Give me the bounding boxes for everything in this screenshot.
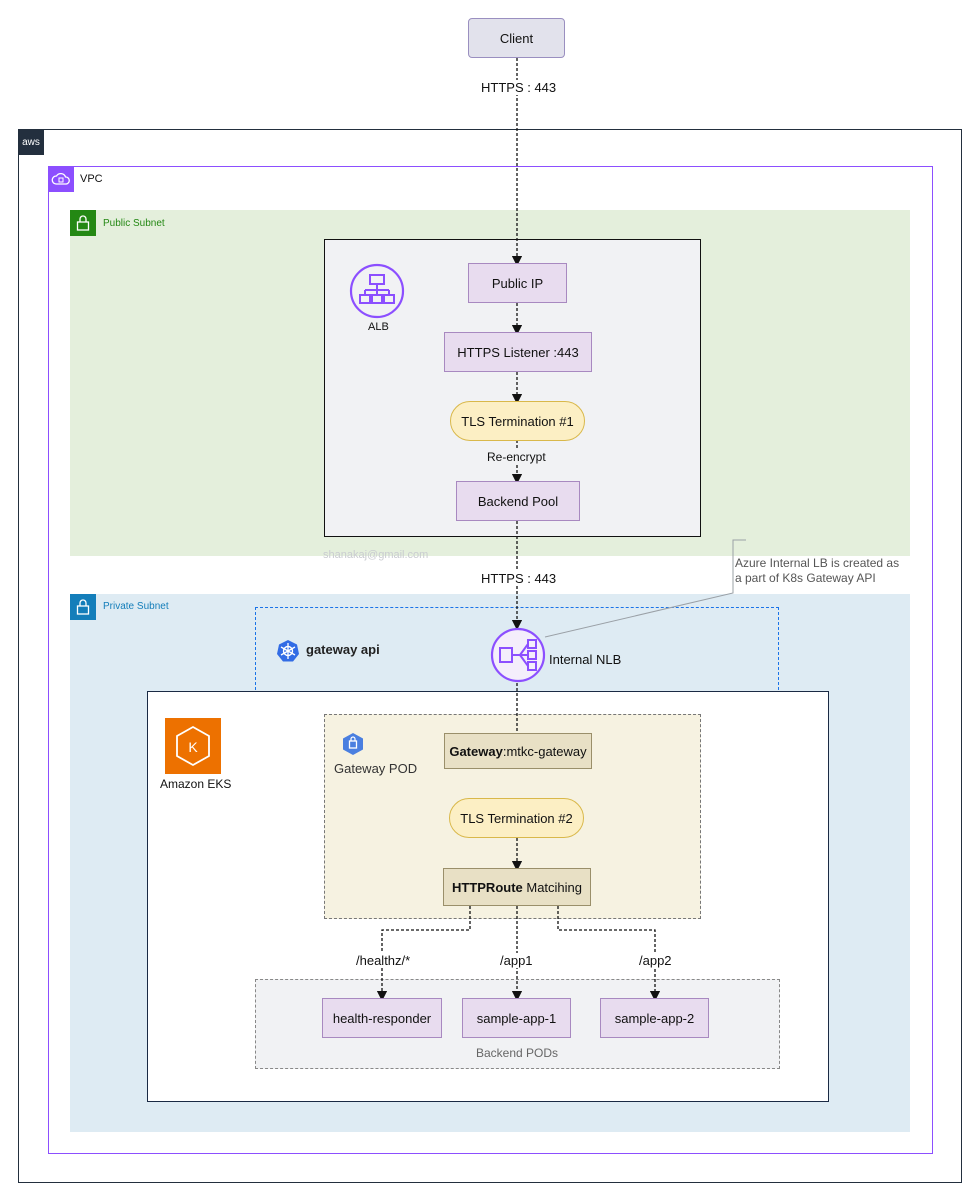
https-listener-node: HTTPS Listener :443 [444,332,592,372]
azure-lb-note-line2: a part of K8s Gateway API [735,571,876,585]
vpc-group [48,166,933,1154]
aws-logo-text: aws [22,136,40,148]
public-ip-node: Public IP [468,263,567,303]
httproute-node: HTTPRoute Matcihing [443,868,591,906]
route-app1-label: /app1 [500,953,533,968]
vpc-cloud-icon [48,166,74,192]
health-responder-node: health-responder [322,998,442,1038]
public-subnet-label: Public Subnet [103,218,165,229]
aws-cloud-group [18,129,962,1183]
route-healthz-label: /healthz/* [356,953,411,968]
health-responder-label: health-responder [332,1010,432,1026]
gateway-api-label: gateway api [306,642,380,657]
public-ip-label: Public IP [491,275,544,291]
public-subnet-lock-icon [70,210,96,236]
wire-route-healthz [376,906,471,1002]
alb-icon [349,263,405,319]
tls-termination-2-node: TLS Termination #2 [449,798,584,838]
backend-pool-label: Backend Pool [477,493,559,509]
https-listener-label: HTTPS Listener :443 [457,344,579,360]
azure-lb-note-line1: Azure Internal LB is created as [735,556,900,570]
tls-termination-1-node: TLS Termination #1 [450,401,585,441]
private-subnet-lock-icon [70,594,96,620]
httproute-node-bold: HTTPRoute [451,879,523,895]
gateway-node-rest: :mtkc-gateway [502,743,587,759]
gateway-pod-icon [341,732,365,756]
internal-nlb-icon [490,627,546,683]
sample-app-1-node: sample-app-1 [462,998,571,1038]
wire-route-app2 [557,906,661,1002]
https-mid-label: HTTPS : 443 [481,571,557,586]
eks-label: Amazon EKS [160,777,232,791]
internal-nlb-label: Internal NLB [549,652,622,667]
note-callout-line [544,539,746,638]
azure-lb-note: Azure Internal LB is created as a part o… [735,556,925,586]
client-node: Client [468,18,565,58]
watermark-text: shanakaj@gmail.com [323,549,429,561]
gateway-node-bold: Gateway [449,743,503,759]
client-label: Client [499,30,534,46]
backend-pods-label: Backend PODs [476,1046,559,1060]
backend-pool-node: Backend Pool [456,481,580,521]
https-top-label: HTTPS : 443 [481,80,557,95]
reencrypt-label: Re-encrypt [487,450,546,464]
eks-icon-letter: K [188,739,198,755]
httproute-node-rest: Matcihing [522,879,583,895]
kubernetes-icon [276,639,300,663]
route-app2-label: /app2 [639,953,672,968]
alb-label: ALB [368,321,389,333]
tls-termination-2-label: TLS Termination #2 [460,810,573,826]
eks-icon: K [165,718,221,774]
sample-app-2-label: sample-app-2 [614,1010,695,1026]
vpc-label: VPC [80,173,103,185]
gateway-pod-label: Gateway POD [334,761,418,776]
tls-termination-1-label: TLS Termination #1 [461,413,574,429]
aws-logo: aws [18,129,44,155]
sample-app-1-label: sample-app-1 [476,1010,557,1026]
sample-app-2-node: sample-app-2 [600,998,709,1038]
private-subnet-label: Private Subnet [103,601,169,612]
gateway-node: Gateway:mtkc-gateway [444,733,592,769]
